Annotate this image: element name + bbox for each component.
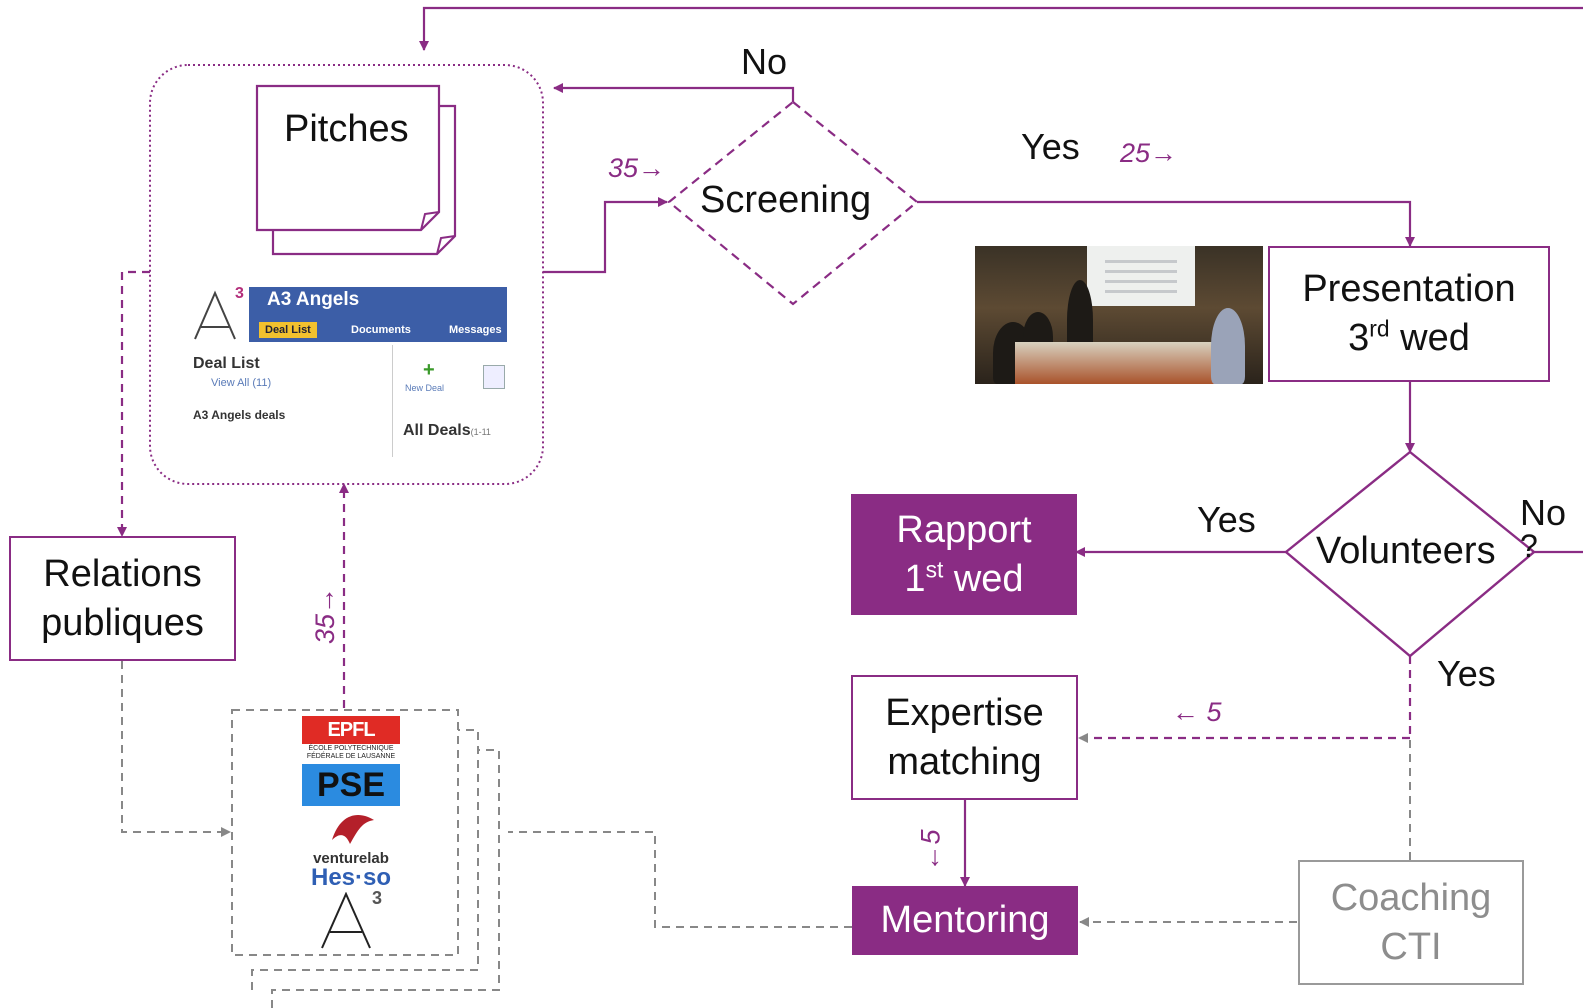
count-into-screening: 35→	[608, 153, 666, 183]
rapport-box: Rapport 1st wed	[851, 494, 1077, 615]
edge-pitches-relations	[117, 270, 150, 537]
dinner-table	[1015, 342, 1215, 384]
edge-relations-partners	[121, 661, 231, 837]
relations-line2: publiques	[41, 601, 204, 644]
volunteers-label: Volunteers	[1316, 530, 1496, 572]
screening-diamond	[667, 100, 919, 306]
pitches-label: Pitches	[284, 108, 409, 150]
edge-pitches-screening	[543, 197, 668, 274]
screening-no-label: No	[741, 41, 788, 82]
rapport-line2: 1st wed	[904, 555, 1023, 604]
stacked-documents-icon	[255, 84, 457, 256]
coaching-cti-box: Coaching CTI	[1298, 860, 1524, 985]
relations-line1: Relations	[43, 552, 202, 595]
presentation-line2: 3rd wed	[1348, 314, 1470, 363]
search-icon	[483, 365, 505, 389]
screening-yes-label: Yes	[1021, 126, 1080, 167]
screenshot-divider	[392, 345, 393, 457]
volunteers-yes-left-label: Yes	[1197, 499, 1256, 540]
projection-screen	[1087, 246, 1195, 306]
edge-mentoring-partners	[508, 831, 852, 928]
expertise-matching-box: Expertise matching	[851, 675, 1078, 800]
volunteers-diamond	[1284, 450, 1536, 658]
epfl-logo: EPFL	[302, 716, 400, 744]
count-to-expertise: ← 5	[1172, 697, 1222, 727]
presentation-ordinal-suffix: rd	[1369, 315, 1390, 342]
screening-label: Screening	[700, 179, 872, 221]
presentation-box: Presentation 3rd wed	[1268, 246, 1550, 382]
screenshot-title: A3 Angels	[267, 289, 360, 310]
all-deals-label: All Deals(1-11	[403, 422, 491, 440]
a3-logo-sup: 3	[235, 287, 244, 302]
volunteers-yes-down-label: Yes	[1437, 653, 1496, 694]
psel-logo: PSE	[302, 764, 400, 806]
coaching-line1: Coaching	[1330, 876, 1492, 919]
a3-partner-logo: 3	[316, 888, 386, 950]
relations-publiques-box: Relations publiques	[9, 536, 236, 661]
count-to-pitches: 35→	[310, 586, 341, 645]
tab-deal-list: Deal List	[259, 322, 317, 338]
all-deals-count: (1-11	[470, 427, 491, 437]
coaching-line2: CTI	[1380, 925, 1442, 968]
volunteers-no-label: No	[1520, 492, 1567, 533]
edge-screening-yes	[917, 200, 1415, 247]
deals-group: A3 Angels deals	[193, 408, 286, 422]
a3-partner-logo-sup: 3	[372, 888, 383, 908]
rapport-line1: Rapport	[896, 508, 1032, 551]
tab-documents: Documents	[351, 324, 411, 336]
volunteers-question: ?	[1520, 528, 1538, 564]
a3-logo: 3	[187, 287, 249, 342]
rapport-weekday: wed	[943, 557, 1024, 600]
deal-list-screenshot: 3 A3 Angels Deal List Documents Messages…	[187, 287, 507, 457]
edge-screening-no	[553, 83, 795, 102]
epfl-logo-subtitle: ÉCOLE POLYTECHNIQUE FÉDÉRALE DE LAUSANNE	[306, 745, 396, 760]
venturelab-logo: venturelab	[313, 850, 389, 867]
mentoring-box: Mentoring	[852, 886, 1078, 955]
venturelab-icon	[328, 810, 378, 846]
view-all-link: View All (11)	[211, 377, 272, 389]
presentation-weekday: wed	[1389, 317, 1470, 359]
expertise-line2: matching	[887, 740, 1042, 783]
tab-messages: Messages	[449, 324, 502, 336]
presentation-ordinal: 3	[1348, 317, 1370, 359]
mentoring-label: Mentoring	[880, 899, 1050, 942]
rapport-ordinal: 1	[904, 557, 926, 600]
meeting-photo	[975, 246, 1263, 384]
presentation-line1: Presentation	[1302, 268, 1516, 311]
screenshot-heading: Deal List	[193, 355, 260, 372]
count-to-mentoring: ←5	[915, 829, 946, 872]
new-deal-label: New Deal	[405, 383, 445, 393]
new-deal-icon: +	[423, 359, 435, 381]
edge-feedback-top	[419, 6, 1583, 51]
rapport-ordinal-suffix: st	[925, 555, 944, 582]
expertise-line1: Expertise	[885, 691, 1044, 734]
hes-so-logo: Hes·so	[310, 864, 392, 891]
count-screening-yes: 25→	[1120, 138, 1178, 168]
all-deals-text: All Deals	[403, 422, 471, 439]
